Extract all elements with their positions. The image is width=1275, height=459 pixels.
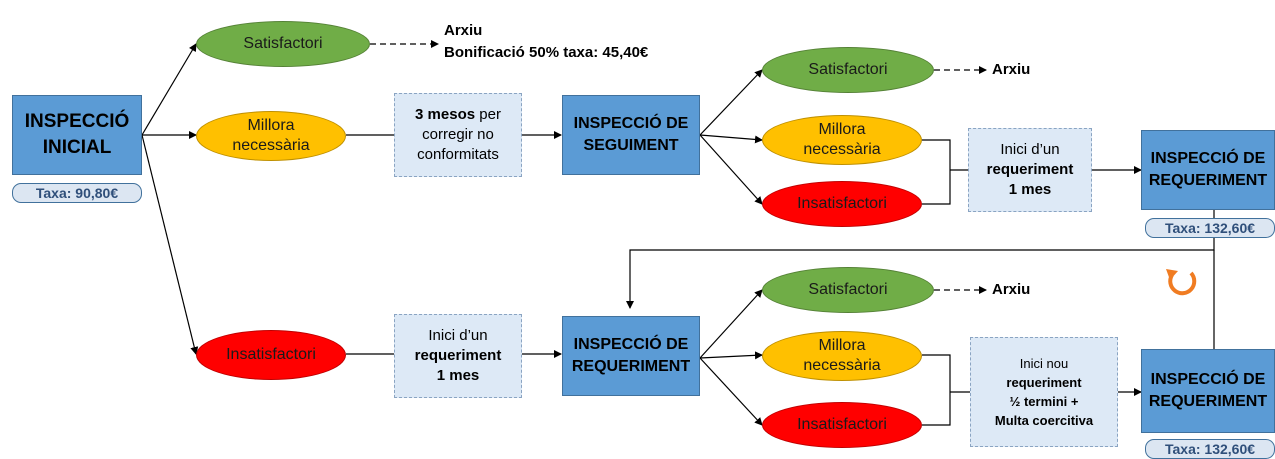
note-3-mesos: 3 mesos per corregir no conformitats [394, 93, 522, 177]
fee-badge-top-right: Taxa: 132,60€ [1145, 218, 1275, 238]
mig-termini-text: ½ termini + [1009, 394, 1079, 409]
outcome-satisfactori-2: Satisfactori [762, 47, 934, 93]
arrow-inicial-insatisfactori [141, 134, 199, 355]
inspeccio-requeriment-label: INSPECCIÓ DE REQUERIMENT [571, 336, 691, 375]
note-requeriment-1-mes-mid: Inici d’un requeriment 1 mes [394, 314, 522, 398]
end-label-bonificacio: Bonificació 50% taxa: 45,40€ [444, 44, 649, 61]
satisfactori-label: Satisfactori [243, 35, 323, 52]
end-label-arxiu-3: Arxiu [992, 281, 1031, 298]
inspeccio-requeriment-bottom-right-box: INSPECCIÓ DE REQUERIMENT [1141, 349, 1275, 433]
note-inici-nou-requeriment: Inici nou requeriment ½ termini + Multa … [970, 337, 1118, 447]
outcome-insatisfactori-2: Insatisfactori [762, 181, 922, 227]
outcome-millora-3: Millora necessària [762, 331, 922, 381]
arrow-seg-satisfactori [699, 69, 763, 136]
un-mes-text: 1 mes [1008, 181, 1052, 198]
inici-un-text: Inici d’un [1000, 141, 1060, 158]
outcome-insatisfactori-3: Insatisfactori [762, 402, 922, 448]
arrow-inicial-satisfactori [141, 43, 197, 136]
end-label-arxiu-2: Arxiu [992, 61, 1031, 78]
inici-nou-text: Inici nou [1019, 356, 1069, 371]
arrow-req-millora [699, 351, 763, 360]
millora-label: Millora necessària [232, 117, 310, 154]
inspeccio-inicial-box: INSPECCIÓ INICIAL [12, 95, 142, 175]
end-label-arxiu-1: Arxiu [444, 22, 483, 39]
arrow-req-insatisfactori [699, 357, 763, 426]
inspeccio-requeriment-label: INSPECCIÓ DE REQUERIMENT [1148, 371, 1268, 410]
outcome-millora-1: Millora necessària [196, 111, 346, 161]
insatisfactori-label: Insatisfactori [226, 346, 316, 363]
millora-label: Millora necessària [803, 121, 881, 158]
inspeccio-requeriment-top-right-box: INSPECCIÓ DE REQUERIMENT [1141, 130, 1275, 210]
arrow-seg-millora [699, 134, 763, 144]
outcome-satisfactori-3: Satisfactori [762, 267, 934, 313]
fee-badge-inicial: Taxa: 90,80€ [12, 183, 142, 203]
three-months-bold: 3 mesos [415, 106, 476, 123]
outcome-millora-2: Millora necessària [762, 115, 922, 165]
inspeccio-inicial-label: INSPECCIÓ INICIAL [24, 111, 130, 158]
requeriment-text: requeriment [414, 347, 502, 364]
fee-badge-bottom-right: Taxa: 132,60€ [1145, 439, 1275, 459]
circular-arrow-icon [1166, 269, 1197, 296]
un-mes-text: 1 mes [436, 367, 480, 384]
inspeccio-requeriment-mid-box: INSPECCIÓ DE REQUERIMENT [562, 316, 700, 396]
multa-text: Multa coercitiva [994, 413, 1094, 428]
three-months-text: per corregir no conformitats [417, 106, 501, 163]
line-req-merge [922, 354, 951, 426]
satisfactori-label: Satisfactori [808, 61, 888, 78]
inici-un-text: Inici d’un [428, 327, 488, 344]
inspeccio-requeriment-label: INSPECCIÓ DE REQUERIMENT [1148, 150, 1268, 189]
outcome-satisfactori-1: Satisfactori [196, 21, 370, 67]
inspeccio-seguiment-box: INSPECCIÓ DE SEGUIMENT [562, 95, 700, 175]
millora-label: Millora necessària [803, 337, 881, 374]
arrow-req-satisfactori [699, 289, 763, 359]
insatisfactori-label: Insatisfactori [797, 195, 887, 212]
insatisfactori-label: Insatisfactori [797, 416, 887, 433]
arrow-seg-insatisfactori [699, 134, 763, 205]
requeriment-text: requeriment [1006, 375, 1082, 390]
note-requeriment-1-mes-top: Inici d’un requeriment 1 mes [968, 128, 1092, 212]
inspeccio-seguiment-label: INSPECCIÓ DE SEGUIMENT [573, 115, 689, 154]
line-seg-merge [922, 139, 951, 205]
outcome-insatisfactori-1: Insatisfactori [196, 330, 346, 380]
satisfactori-label: Satisfactori [808, 281, 888, 298]
requeriment-text: requeriment [986, 161, 1074, 178]
